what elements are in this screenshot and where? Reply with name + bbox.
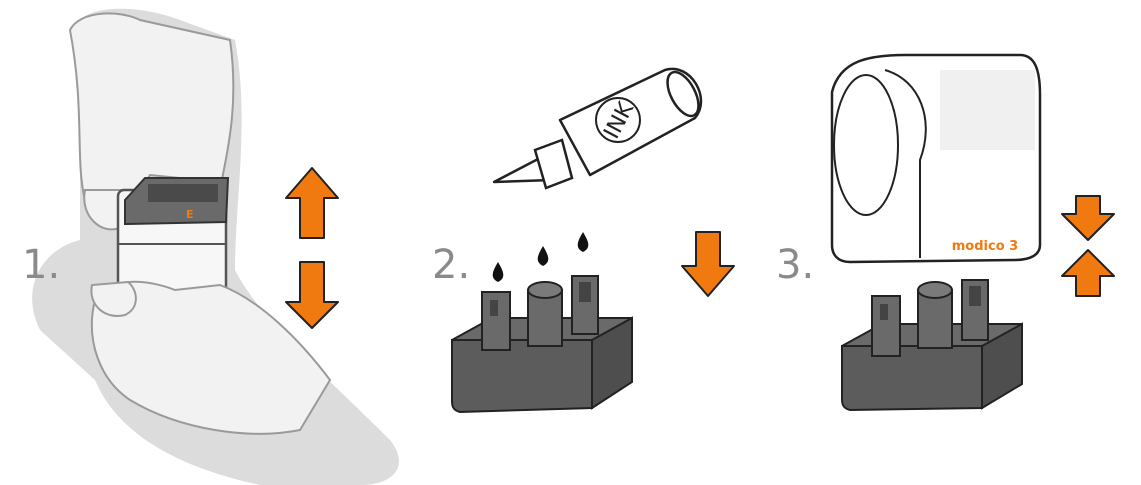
post-left-slot: [490, 300, 498, 316]
step-1-illustration: E 1.: [22, 8, 399, 485]
post-center-top: [527, 281, 563, 299]
post-right-slot: [579, 282, 591, 302]
post3-left: [871, 295, 901, 357]
bottle-neck: [533, 138, 574, 190]
step-2-illustration: 2. INK: [432, 67, 735, 414]
stamp-brand-label: E: [186, 208, 194, 221]
ink-drop-icon: [577, 232, 589, 252]
arrow-up-icon: [1061, 249, 1115, 297]
housing-brand-label: modico 3: [952, 239, 1018, 254]
bottle-label-circle: [595, 97, 641, 143]
lower-hand: [90, 280, 332, 435]
arrow-up-icon: [285, 167, 339, 239]
base3-front: [841, 345, 983, 412]
step-1-number: 1.: [22, 242, 60, 288]
post3-center-top: [917, 281, 953, 299]
post3-center: [917, 289, 953, 349]
ink-bottle: INK: [492, 67, 703, 190]
post3-right-slot: [969, 286, 981, 306]
post3-left-slot: [880, 304, 888, 320]
base-side: [591, 316, 633, 410]
post-center: [527, 289, 563, 347]
step-3-illustration: 3. modico 3: [776, 53, 1115, 412]
housing-shade: [940, 70, 1035, 150]
stamp-housing: modico 3: [830, 53, 1042, 264]
housing-front-curve: [884, 69, 927, 258]
refill-base-step3: [841, 279, 1023, 412]
step-3-number: 3.: [776, 242, 814, 288]
refill-base: [451, 275, 633, 414]
ink-drop-icon: [537, 246, 549, 266]
arrow-down-icon: [681, 231, 735, 297]
ink-drop-icon: [492, 262, 504, 282]
bottle-cap-end: [666, 70, 700, 118]
arrow-down-icon: [285, 261, 339, 329]
step-2-number: 2.: [432, 242, 470, 288]
housing-window: [833, 74, 899, 216]
lower-thumb: [90, 280, 137, 317]
stamp-pad-inner: [148, 184, 218, 202]
base-front: [451, 339, 593, 414]
arrow-down-icon: [1061, 195, 1115, 241]
base3-side: [981, 322, 1023, 410]
